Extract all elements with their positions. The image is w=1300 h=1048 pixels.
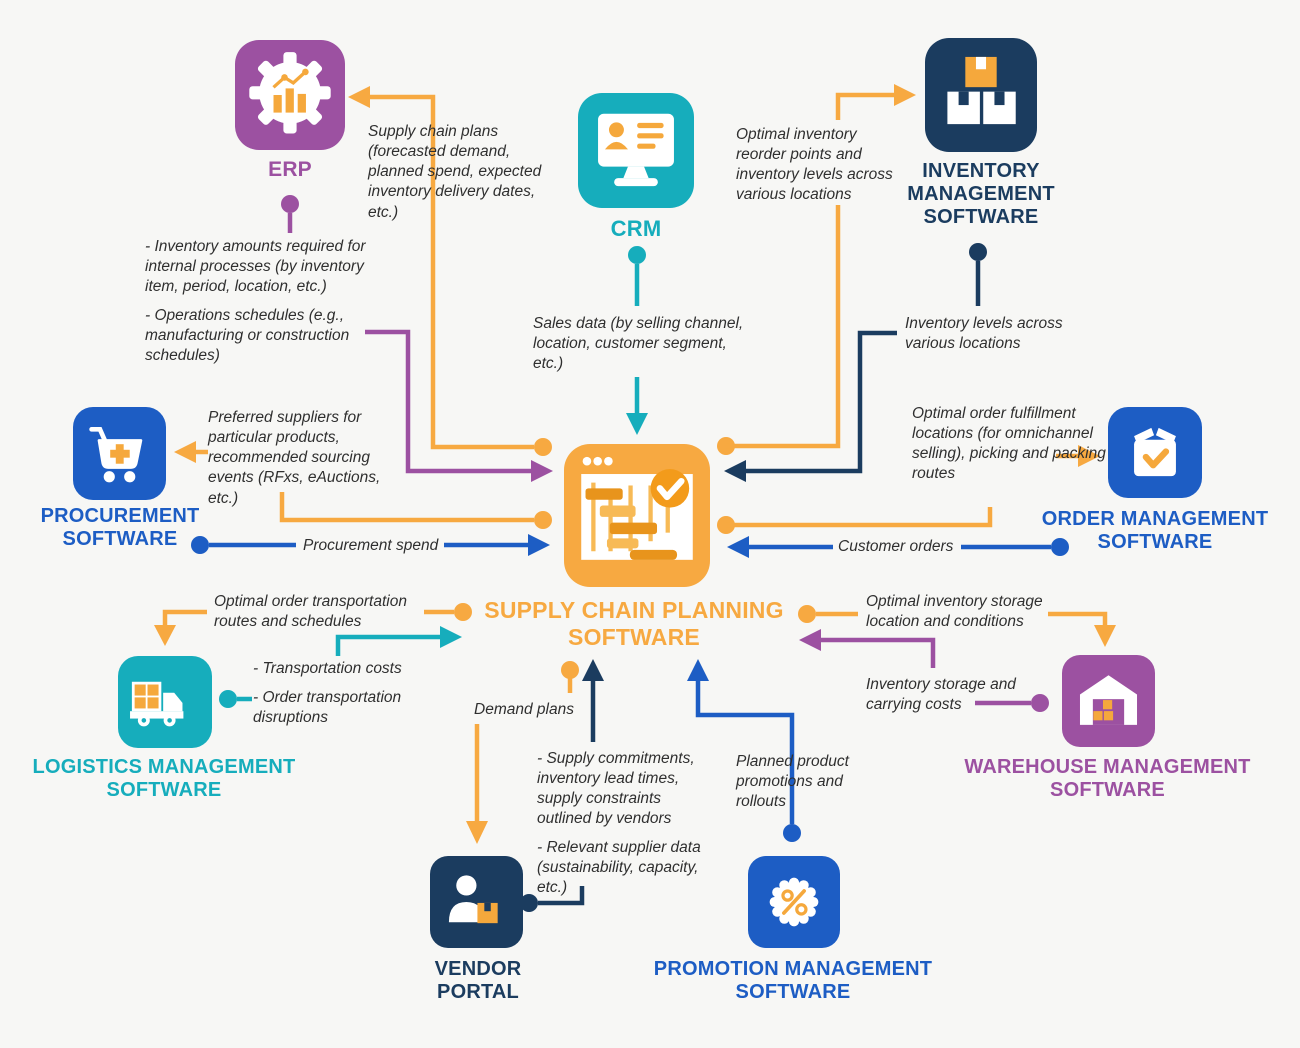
- order-label: ORDER MANAGEMENT SOFTWARE: [1041, 508, 1269, 554]
- logistics-label: LOGISTICS MANAGEMENT SOFTWARE: [32, 756, 296, 802]
- connector-scp-to-inventory: [717, 84, 916, 455]
- connector-vendor-to-scp: [520, 659, 604, 912]
- annotation-optimal-storage: Optimal inventory storage location and c…: [866, 593, 1043, 631]
- procurement-node: [73, 407, 166, 500]
- connector-scp-to-logistics: [154, 603, 472, 646]
- annotation-preferred-suppliers: Preferred suppliers for particular produ…: [208, 409, 381, 507]
- crm-label: CRM: [610, 216, 662, 241]
- annotation-transport-costs-1: - Transportation costs: [253, 660, 402, 677]
- connector-inventory-to-scp: [724, 330, 897, 482]
- gantt-planning-icon: [581, 456, 693, 560]
- crm-node: [578, 93, 694, 208]
- annotation-planned-promotions: Planned product promotions and rollouts: [736, 753, 849, 811]
- connector-promotion-to-scp: [687, 659, 801, 842]
- connector-erp-stem: [281, 195, 299, 233]
- order-node: [1108, 407, 1202, 498]
- annotation-storage-costs: Inventory storage and carrying costs: [866, 676, 1016, 714]
- procurement-label: PROCUREMENT SOFTWARE: [40, 505, 200, 551]
- annotation-transport-costs-2: - Order transportation disruptions: [253, 689, 402, 727]
- promotion-label: PROMOTION MANAGEMENT SOFTWARE: [653, 958, 933, 1004]
- connector-scp-to-warehouse: [798, 605, 1116, 647]
- connector-crm-to-scp: [626, 246, 648, 435]
- warehouse-label: WAREHOUSE MANAGEMENT SOFTWARE: [964, 756, 1251, 802]
- connector-scp-to-procurement: [174, 441, 552, 529]
- erp-label: ERP: [268, 158, 312, 181]
- warehouse-icon: [1079, 675, 1138, 725]
- truck-icon: [130, 681, 184, 727]
- connector-scp-to-erp: [348, 86, 552, 456]
- annotation-optimal-transport: Optimal order transportation routes and …: [214, 593, 407, 631]
- connector-inventory-stem: [969, 243, 987, 306]
- connector-warehouse-to-scp: [799, 629, 1049, 712]
- warehouse-node: [1062, 655, 1155, 747]
- connector-scp-to-vendor: [466, 661, 579, 844]
- order-box-icon: [1134, 427, 1176, 477]
- inventory-boxes-icon: [947, 56, 1016, 125]
- annotation-demand-plans: Demand plans: [474, 701, 574, 718]
- gear-chart-icon: [249, 52, 331, 134]
- annotation-inventory-levels: Inventory levels across various location…: [905, 315, 1063, 353]
- annotation-customer-orders: Customer orders: [838, 538, 954, 555]
- inventory-node: [925, 38, 1037, 152]
- annotation-procurement-spend: Procurement spend: [303, 537, 439, 554]
- connector-scp-to-order: [717, 445, 1100, 534]
- annotation-sales-data: Sales data (by selling channel, location…: [533, 315, 744, 373]
- annotation-supply-commitments-2: - Relevant supplier data (sustainability…: [537, 839, 701, 897]
- connector-order-to-scp: [727, 536, 1069, 558]
- annotation-supply-commitments-1: - Supply commitments, inventory lead tim…: [537, 750, 695, 828]
- shopping-cart-icon: [89, 426, 143, 483]
- promotion-node: [748, 856, 840, 948]
- connector-logistics-to-scp: [219, 626, 462, 708]
- connector-procurement-to-scp: [191, 534, 550, 556]
- scp-node: [564, 444, 710, 587]
- connector-erp-to-scp: [365, 329, 553, 482]
- erp-node: [235, 40, 345, 150]
- vendor-node: [430, 856, 523, 948]
- vendor-label: VENDOR PORTAL: [434, 958, 522, 1004]
- annotation-optimal-reorder: Optimal inventory reorder points and inv…: [736, 126, 893, 204]
- discount-badge-icon: [769, 877, 819, 927]
- inventory-label: INVENTORY MANAGEMENT SOFTWARE: [907, 160, 1055, 229]
- vendor-person-icon: [448, 875, 498, 924]
- crm-monitor-icon: [598, 113, 674, 187]
- scp-label: SUPPLY CHAIN PLANNING SOFTWARE: [484, 597, 784, 650]
- annotation-erp-inputs-2: - Operations schedules (e.g., manufactur…: [145, 307, 350, 365]
- annotation-erp-inputs-1: - Inventory amounts required for interna…: [145, 238, 366, 296]
- annotation-supply-chain-plans: Supply chain plans (forecasted demand, p…: [368, 123, 542, 221]
- annotation-optimal-fulfillment: Optimal order fulfillment locations (for…: [912, 405, 1106, 483]
- logistics-node: [118, 656, 212, 748]
